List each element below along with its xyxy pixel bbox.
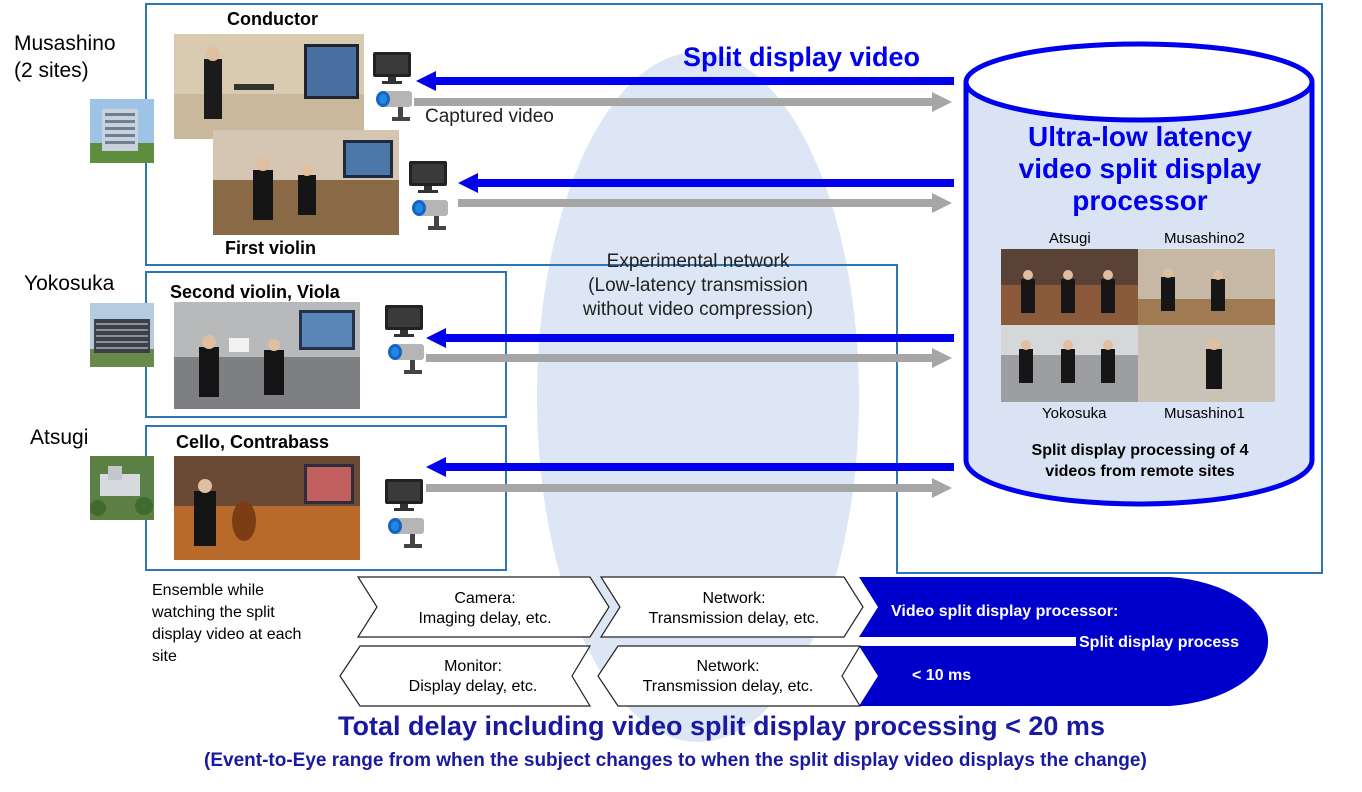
grid-label-musashino1: Musashino1 [1164,405,1245,422]
grid-label-atsugi: Atsugi [1049,230,1091,247]
captured-video-arrow-2 [458,193,952,213]
cello-photo [174,456,360,560]
network-up-delay-text: Network: Transmission delay, etc. [648,590,820,627]
caption-conductor: Conductor [227,9,318,29]
camera-icon [412,200,448,230]
musashino-building-photo [90,99,154,163]
monitor-chevron [339,645,592,707]
caption-cello: Cello, Contrabass [176,432,330,452]
grid-label-yokosuka: Yokosuka [1042,405,1107,422]
monitor-icon [385,479,423,511]
processor-title: Ultra-low latency video split display pr… [1018,121,1262,216]
conductor-photo [174,34,364,139]
captured-video-arrow-4 [426,478,952,498]
monitor-icon [409,161,447,193]
camera-delay-text: Camera: Imaging delay, etc. [418,590,552,627]
split-process-label: Split display process [1079,634,1240,651]
network-down-delay-text: Network: Transmission delay, etc. [642,658,814,695]
site-label-atsugi: Atsugi [30,426,89,449]
split-video-arrow-1 [416,71,954,91]
camera-icon [388,344,424,374]
second-violin-photo [174,302,360,409]
ensemble-note: Ensemble while watching the split displa… [152,582,302,665]
total-delay-headline: Total delay including video split displa… [338,711,1105,741]
monitor-icon [385,305,423,337]
total-delay-note: (Event-to-Eye range from when the subjec… [204,750,1147,771]
split-video-arrow-4 [426,457,954,477]
split-video-arrow-2 [458,173,954,193]
network-title: Experimental network [606,251,790,272]
network-subtitle: (Low-latency transmission without video … [582,275,814,320]
network-up-chevron [599,576,864,638]
first-violin-photo [213,130,399,235]
processor-description: Split display processing of 4 videos fro… [1031,442,1249,480]
camera-chevron [356,576,610,638]
grid-label-musashino2: Musashino2 [1164,230,1245,247]
processor-delay-label: Video split display processor: [891,603,1119,620]
under-10ms-label: < 10 ms [912,667,972,684]
atsugi-building-photo [90,456,154,520]
yokosuka-building-photo [90,303,154,367]
captured-video-arrow-3 [426,348,952,368]
split-video-arrow-3 [426,328,954,348]
monitor-delay-text: Monitor: Display delay, etc. [408,658,538,695]
split-grid [1001,249,1275,402]
split-display-video-label: Split display video [683,42,921,72]
site-label-musashino: Musashino (2 sites) [14,32,116,82]
captured-video-label: Captured video [425,106,554,127]
site-label-yokosuka: Yokosuka [24,272,115,295]
caption-second-violin: Second violin, Viola [170,282,340,302]
monitor-icon [373,52,411,84]
captured-video-arrow-1 [414,92,952,112]
camera-icon [388,518,424,548]
processor-delay-shape [859,577,1269,706]
caption-first-violin: First violin [225,238,317,258]
camera-icon [376,91,412,121]
